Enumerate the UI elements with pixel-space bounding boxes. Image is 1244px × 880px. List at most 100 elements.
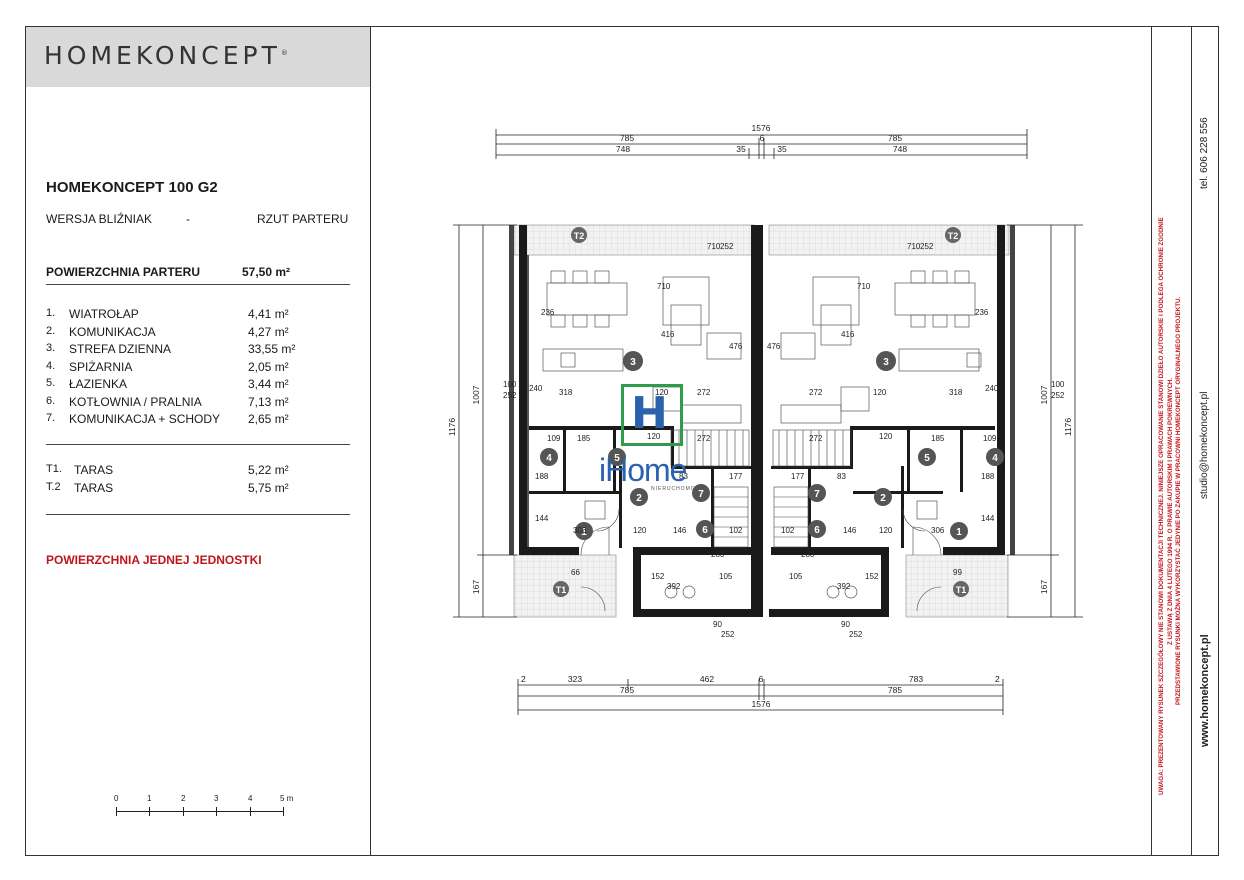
dim-label: 120 bbox=[647, 432, 661, 441]
dim-label: 146 bbox=[673, 526, 687, 535]
room-name: KOTŁOWNIA / PRALNIA bbox=[69, 394, 202, 409]
dim-label: 710 bbox=[907, 242, 921, 251]
dim-label: 252 bbox=[849, 630, 863, 639]
badge-room-6-left: 6 bbox=[702, 525, 708, 536]
scale-tick bbox=[149, 807, 150, 816]
terrace-num: T1. bbox=[46, 463, 62, 475]
dim-label: 188 bbox=[981, 472, 995, 481]
room-name: KOMUNIKACJA bbox=[69, 324, 156, 339]
view-label: RZUT PARTERU bbox=[257, 212, 349, 226]
terrace-area: 5,22 m² bbox=[248, 463, 289, 477]
dim-label: 318 bbox=[949, 388, 963, 397]
dim-label: 240 bbox=[529, 384, 543, 393]
dim-top-wall-l: 35 bbox=[736, 144, 746, 154]
dim-label: 120 bbox=[879, 526, 893, 535]
scale-label: 5 m bbox=[280, 794, 294, 803]
dim-label: 90 bbox=[841, 620, 850, 629]
dim-label: 109 bbox=[547, 434, 561, 443]
dim-bottom-b: 462 bbox=[700, 674, 714, 684]
dim-label: 90 bbox=[713, 620, 722, 629]
watermark-word: iHome bbox=[599, 452, 687, 488]
dim-label: 710 bbox=[707, 242, 721, 251]
scale-label: 4 bbox=[248, 794, 253, 803]
dim-label: 105 bbox=[789, 572, 803, 581]
dim-label: 105 bbox=[719, 572, 733, 581]
terrace-top-left bbox=[513, 224, 755, 256]
floor-plan-area: 1576 785 785 6 748 35 35 748 bbox=[371, 27, 1151, 855]
dim-label: 120 bbox=[879, 432, 893, 441]
badge-room-3-left: 3 bbox=[630, 357, 636, 368]
divider bbox=[46, 514, 350, 515]
dim-side-total-right: 1176 bbox=[1063, 418, 1073, 437]
terrace-name: TARAS bbox=[74, 480, 114, 495]
dim-label: 109 bbox=[983, 434, 997, 443]
dim-top-half-l: 785 bbox=[620, 133, 634, 143]
dim-label: 152 bbox=[651, 572, 665, 581]
room-name: KOMUNIKACJA + SCHODY bbox=[69, 412, 221, 426]
dim-label: 272 bbox=[809, 434, 823, 443]
scale-label: 0 bbox=[114, 794, 119, 803]
dim-label: 272 bbox=[697, 434, 711, 443]
dim-label: 318 bbox=[559, 388, 573, 397]
badge-room-2-left: 2 bbox=[636, 493, 642, 504]
dim-label: 710 bbox=[657, 282, 671, 291]
dim-bottom-edge-left: 2 bbox=[521, 674, 526, 684]
contact-email[interactable]: studio@homekoncept.pl bbox=[1199, 391, 1210, 499]
dim-label: 252 bbox=[721, 630, 735, 639]
badge-room-4-left: 4 bbox=[546, 453, 552, 464]
dim-top-gap: 6 bbox=[760, 133, 765, 143]
legal-line-3: PRZEDSTAWIONE RYSUNKI MOŻNA WYKORZYSTAĆ … bbox=[1175, 296, 1182, 705]
dim-label: 252 bbox=[920, 242, 934, 251]
dim-label: 252 bbox=[1051, 391, 1065, 400]
badge-room-5-right: 5 bbox=[924, 453, 930, 464]
contact-phone[interactable]: tel. 606 228 556 bbox=[1199, 117, 1210, 189]
dim-label: 144 bbox=[535, 514, 549, 523]
badge-t2-left: T2 bbox=[574, 231, 585, 241]
dim-bottom-a: 323 bbox=[568, 674, 582, 684]
dim-label: 306 bbox=[573, 526, 587, 535]
watermark-sub: NIERUCHOMOŚCI bbox=[651, 486, 708, 492]
legal-line-2: Z USTAWĄ Z DNIA 4 LUTEGO 1994 R. O PRAWI… bbox=[1166, 377, 1174, 645]
dim-bottom-c: 783 bbox=[909, 674, 923, 684]
room-area: 4,27 m² bbox=[248, 324, 289, 339]
scale-label: 3 bbox=[214, 794, 219, 803]
badge-room-3-right: 3 bbox=[883, 357, 889, 368]
project-title: HOMEKONCEPT 100 G2 bbox=[46, 179, 218, 196]
dim-label: 252 bbox=[720, 242, 734, 251]
room-num: 3. bbox=[46, 342, 56, 354]
badge-room-7-left: 7 bbox=[698, 489, 704, 500]
dim-label: 152 bbox=[865, 572, 879, 581]
dim-label: 102 bbox=[729, 526, 743, 535]
dim-label: 83 bbox=[837, 472, 846, 481]
room-area: 7,13 m² bbox=[248, 394, 289, 409]
watermark-frame bbox=[621, 384, 683, 446]
floor-plan: 1576 785 785 6 748 35 35 748 bbox=[447, 123, 1083, 715]
brand-logo: HOMEKONCEPT® bbox=[44, 41, 288, 70]
dim-side-main-left: 1007 bbox=[471, 385, 481, 404]
room-num: 6. bbox=[46, 394, 56, 407]
side-dimensions bbox=[453, 224, 1083, 618]
watermark-letter: H bbox=[631, 388, 668, 439]
dim-label: 306 bbox=[931, 526, 945, 535]
room-num: 4. bbox=[46, 359, 56, 372]
scale-bar: 0 1 2 3 4 5 m bbox=[114, 794, 294, 824]
legal-strip: UWAGA: PREZENTOWANY RYSUNEK SZCZEGÓŁOWY … bbox=[1151, 27, 1191, 855]
brand-logo-mark: ® bbox=[280, 49, 288, 57]
badge-t1-left: T1 bbox=[556, 585, 567, 595]
dim-side-total-left: 1176 bbox=[447, 418, 457, 437]
bottom-dimensions bbox=[517, 679, 1004, 715]
scale-label: 1 bbox=[147, 794, 152, 803]
brand-logo-text: HOMEKONCEPT bbox=[44, 41, 281, 70]
dim-label: 177 bbox=[729, 472, 743, 481]
top-dimensions bbox=[495, 129, 1028, 159]
contact-website[interactable]: www.homekoncept.pl bbox=[1199, 634, 1211, 747]
interior-dimensions: 710 710 236 236 416 416 476 476 318 318 … bbox=[535, 282, 997, 639]
dim-label: 83 bbox=[679, 472, 688, 481]
room-area: 4,41 m² bbox=[248, 307, 289, 321]
dim-label: 146 bbox=[843, 526, 857, 535]
badge-room-4-right: 4 bbox=[992, 453, 998, 464]
dim-bottom-total: 1576 bbox=[752, 699, 771, 709]
